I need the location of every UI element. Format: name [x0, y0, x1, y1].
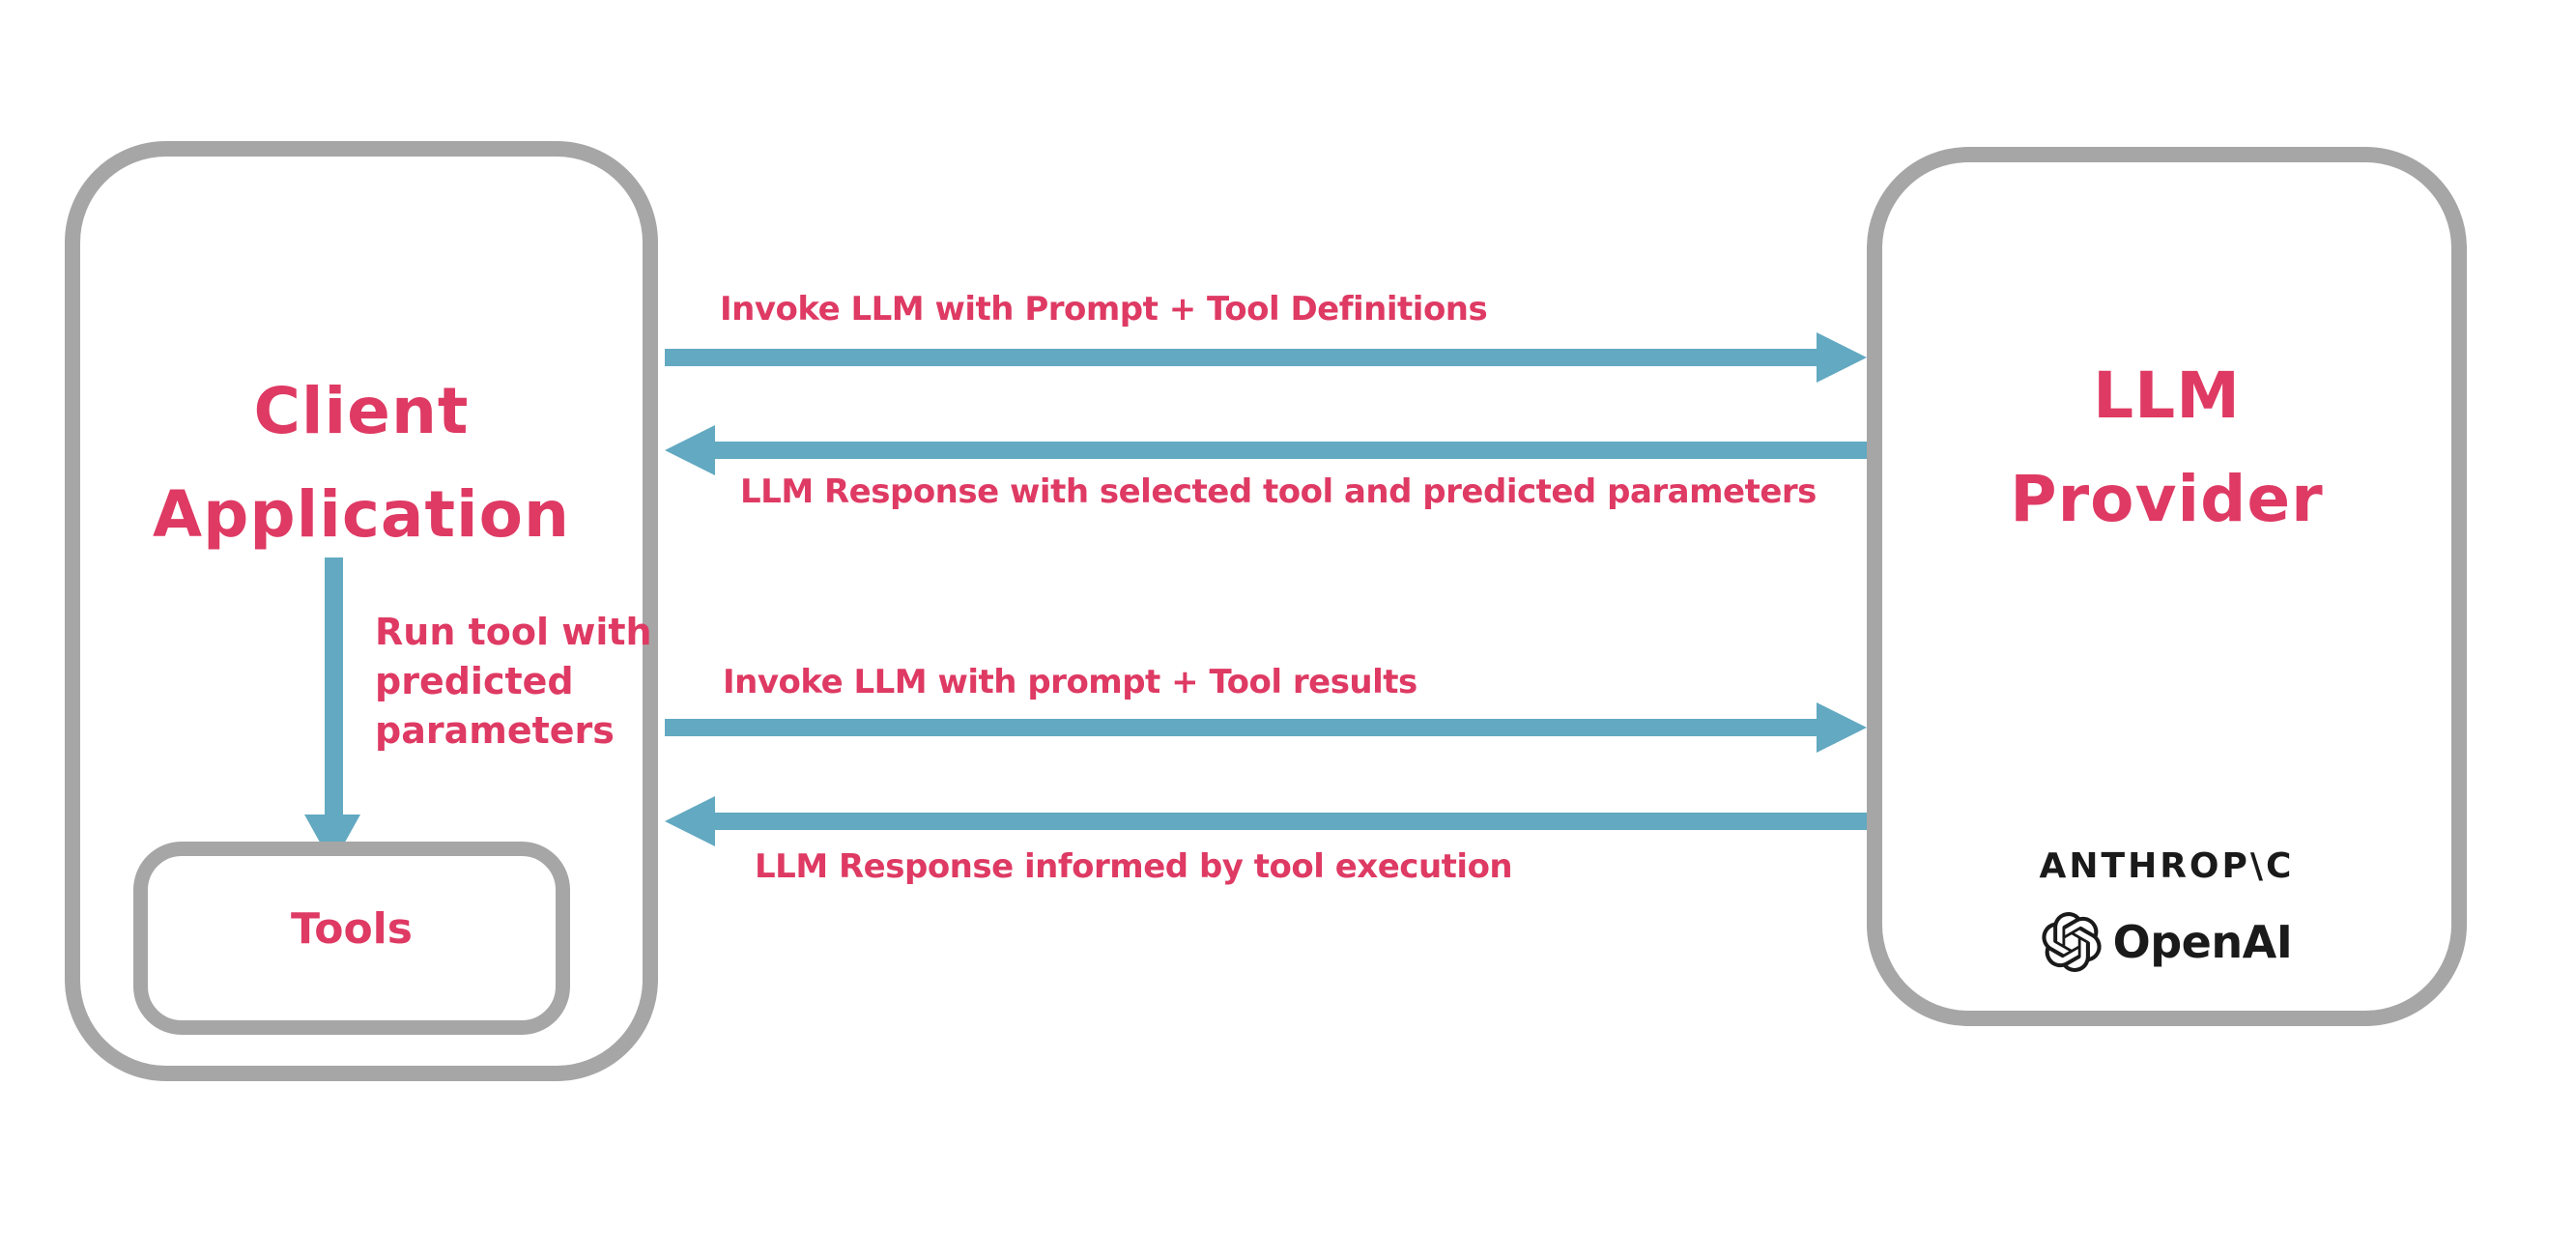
run-tool-label-line2: predicted	[375, 660, 574, 702]
client-title-line2: Application	[153, 477, 570, 552]
arrow1-right-head	[1817, 332, 1867, 383]
arrow2-left-head	[665, 425, 715, 475]
arrow4-left-shaft	[715, 813, 1867, 830]
openai-icon	[2042, 912, 2102, 972]
run-tool-label-line1: Run tool with	[375, 611, 652, 653]
client-title-line1: Client	[253, 374, 470, 448]
llm-provider-title: LLM Provider	[1867, 344, 2467, 551]
run-tool-label-line3: parameters	[375, 709, 615, 752]
openai-wordmark: OpenAI	[2112, 916, 2293, 968]
arrow1-label: Invoke LLM with Prompt + Tool Definition…	[720, 290, 1488, 329]
provider-title-line2: Provider	[2010, 462, 2324, 536]
tools-box	[133, 842, 570, 1035]
arrow1-right-shaft	[665, 349, 1818, 366]
llm-provider-box	[1867, 147, 2467, 1026]
arrow2-left-shaft	[715, 442, 1867, 459]
run-tool-label: Run tool with predicted parameters	[375, 608, 652, 756]
arrow3-right-shaft	[665, 719, 1818, 736]
anthropic-logo: ANTHROP\C	[2039, 846, 2295, 886]
arrow4-left-head	[665, 796, 715, 846]
run-tool-arrow-shaft	[325, 558, 343, 816]
provider-title-line1: LLM	[2093, 358, 2241, 433]
openai-logo: OpenAI	[1867, 912, 2467, 972]
tools-label: Tools	[291, 904, 413, 954]
arrow3-right-head	[1817, 702, 1867, 753]
arrow4-label: LLM Response informed by tool execution	[755, 847, 1513, 886]
arrow2-label: LLM Response with selected tool and pred…	[740, 472, 1817, 511]
client-application-title: Client Application	[65, 359, 658, 566]
arrow3-label: Invoke LLM with prompt + Tool results	[723, 663, 1417, 701]
